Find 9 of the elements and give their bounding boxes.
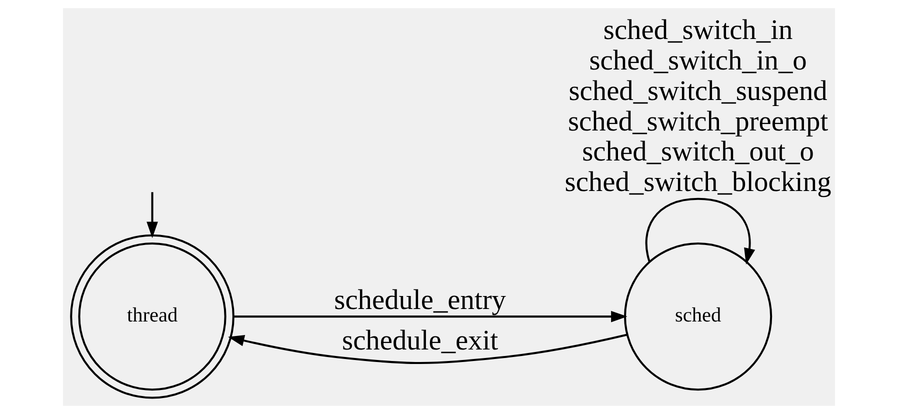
- edge-label: schedule_exit: [342, 325, 498, 356]
- edge-label: schedule_entry: [334, 284, 506, 316]
- arrow: [645, 198, 756, 264]
- arrow: [146, 192, 158, 238]
- node-circle: sched: [624, 242, 772, 391]
- arrow: [228, 334, 628, 364]
- arrow: [234, 310, 628, 322]
- edge-label: sched_switch_in sched_switch_in_o sched_switch_suspend sched_switch_preempt sched_switch_out_o sched_switch_blocking: [564, 15, 832, 198]
- node-circle: thread: [70, 234, 234, 399]
